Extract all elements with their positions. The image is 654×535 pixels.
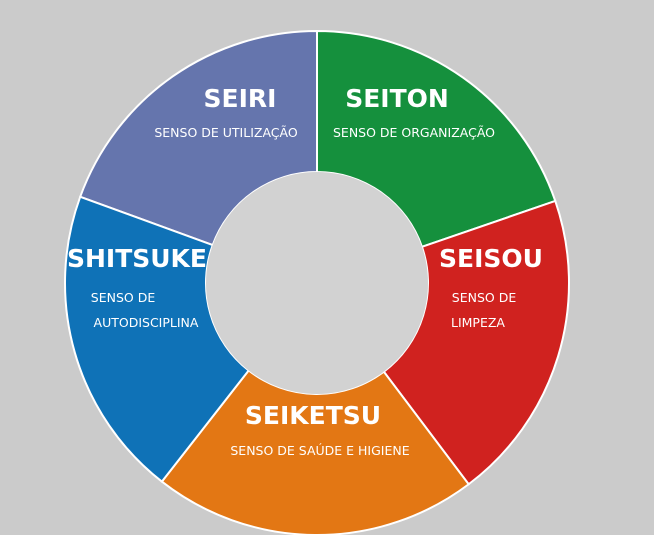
- ring-segments: [64, 29, 570, 535]
- seiketsu-title: SEIKETSU: [245, 401, 381, 430]
- seiri-subtitle: SENSO DE UTILIZAÇÃO: [154, 125, 298, 140]
- seisou-subtitle-line-2: LIMPEZA: [451, 315, 505, 330]
- shitsuke-title: SHITSUKE: [67, 244, 207, 273]
- seiton-subtitle: SENSO DE ORGANIZAÇÃO: [333, 125, 495, 140]
- seisou-subtitle-line-1: SENSO DE: [452, 290, 517, 305]
- seisou-title: SEISOU: [439, 244, 543, 273]
- seiketsu-subtitle: SENSO DE SAÚDE E HIGIENE: [230, 443, 409, 458]
- seiri-title: SEIRI: [204, 84, 277, 113]
- shitsuke-subtitle-line-2: AUTODISCIPLINA: [94, 315, 199, 330]
- ring-center: [206, 172, 428, 394]
- seiton-title: SEITON: [345, 84, 449, 113]
- segment-seiketsu: [160, 369, 471, 535]
- shitsuke-subtitle-line-1: SENSO DE: [91, 290, 156, 305]
